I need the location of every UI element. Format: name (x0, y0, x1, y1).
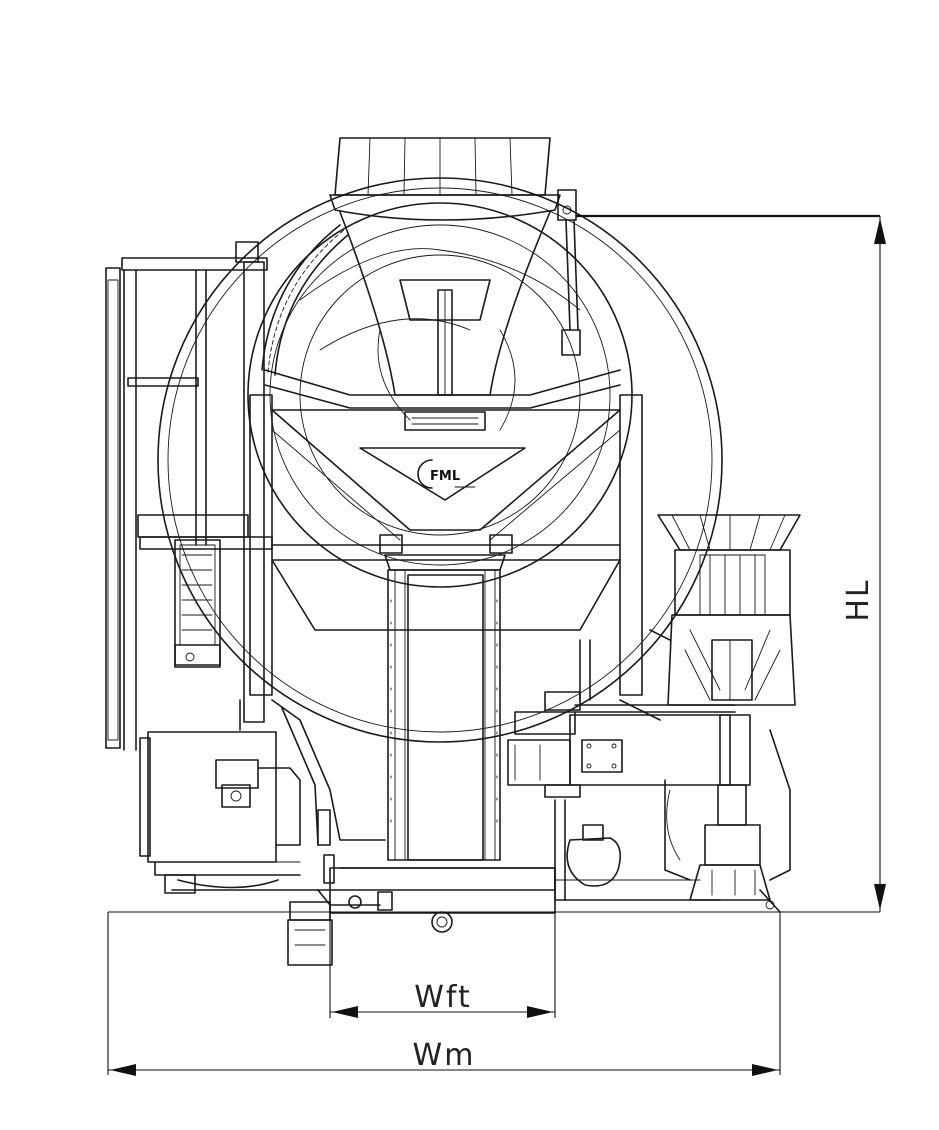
dimension-wft: Wft (330, 980, 555, 1018)
left-bottom-box (139, 731, 301, 894)
dimension-wm: Wm (108, 1038, 780, 1076)
right-lower-frame (579, 629, 671, 721)
right-engine (657, 514, 801, 913)
dimension-hl: HL (841, 216, 886, 912)
left-reel-frame (105, 241, 273, 751)
right-tank-bulb (566, 824, 621, 887)
logo-brand-text: FML (430, 469, 460, 484)
right-arm (557, 189, 880, 356)
central-column (379, 534, 513, 861)
dimension-wm-label: Wm (413, 1038, 476, 1073)
fml-logo: FML (417, 459, 476, 489)
filter-canister (287, 889, 393, 966)
dimension-wft-label: Wft (414, 980, 471, 1015)
top-chute (329, 137, 561, 396)
dimension-hl-label: HL (841, 578, 876, 621)
dimension-baseline (107, 911, 880, 1075)
base-plate (171, 867, 721, 933)
main-frame (249, 369, 643, 696)
left-chain-arc (261, 224, 349, 376)
left-legs (239, 699, 386, 884)
